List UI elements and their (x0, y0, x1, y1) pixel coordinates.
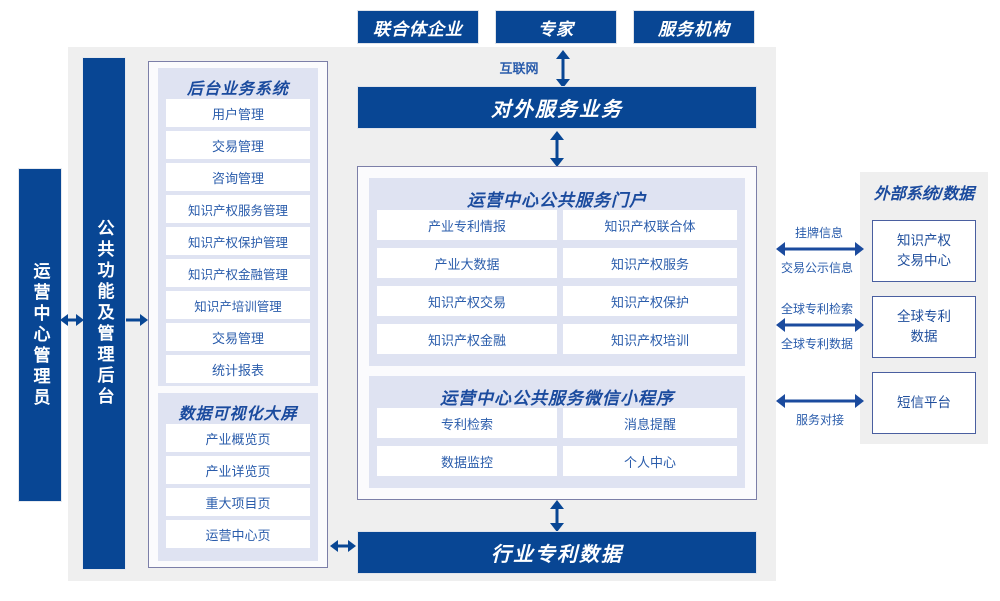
portal-item-label: 知识产权金融 (427, 332, 506, 348)
external-item-line2: 数据 (910, 329, 938, 344)
backend-business-system-title: 后台业务系统 (186, 81, 289, 98)
miniprogram-item-0-0[interactable]: 专利检索 (377, 408, 557, 438)
external-global-patent-data-label: 全球专利 数据 (897, 307, 951, 346)
portal-item-3-1[interactable]: 知识产权培训 (563, 324, 737, 354)
portal-item-label: 知识产权联合体 (604, 218, 696, 234)
external-service-business-label: 对外服务业务 (491, 99, 623, 121)
connector-1-below-label: 全球专利数据 (780, 337, 853, 351)
external-item-line1: 知识产权 (897, 233, 951, 249)
backend-item-label: 统计报表 (211, 362, 264, 378)
external-sms-platform-label: 短信平台 (897, 395, 951, 411)
top-actor-expert[interactable]: 专家 (495, 10, 617, 44)
operations-center-admin-column[interactable]: 运营中心管理员 (18, 168, 62, 502)
external-ip-trading-center[interactable]: 知识产权 交易中心 (872, 220, 976, 282)
visualization-to-industry-data-arrow (330, 540, 356, 552)
connector-2-below-label: 服务对接 (795, 413, 844, 427)
portal-item-1-1[interactable]: 知识产权服务 (563, 248, 737, 278)
backend-item-1[interactable]: 交易管理 (166, 131, 310, 159)
backend-item-label: 知识产权保护管理 (187, 235, 288, 250)
backend-item-0[interactable]: 用户管理 (166, 99, 310, 127)
industry-patent-data-label: 行业专利数据 (491, 544, 623, 566)
visualization-item-2[interactable]: 重大项目页 (166, 488, 310, 516)
portal-item-0-1[interactable]: 知识产权联合体 (563, 210, 737, 240)
backend-item-7[interactable]: 交易管理 (166, 323, 310, 351)
portal-item-label: 产业大数据 (434, 256, 500, 272)
public-function-admin-backend-label: 公共功能及管理后台 (94, 219, 114, 408)
top-actor-label: 服务机构 (658, 19, 730, 39)
visualization-item-label: 重大项目页 (205, 495, 271, 511)
top-actor-label: 专家 (538, 19, 574, 39)
backend-item-label: 知识产权金融管理 (187, 267, 288, 282)
backend-item-6[interactable]: 知识产培训管理 (166, 291, 310, 319)
visualization-item-0[interactable]: 产业概览页 (166, 424, 310, 452)
external-global-patent-data[interactable]: 全球专利 数据 (872, 296, 976, 358)
portal-item-label: 知识产权服务 (610, 256, 689, 272)
backend-column-to-systems-arrow (126, 314, 148, 326)
portal-to-industry-data-arrow (550, 500, 564, 532)
public-service-portal-title: 运营中心公共服务门户 (467, 191, 647, 210)
connector-1-arrow (776, 318, 864, 332)
public-function-admin-backend-column[interactable]: 公共功能及管理后台 (82, 57, 126, 570)
top-actor-service-agency[interactable]: 服务机构 (633, 10, 755, 44)
external-systems-title: 外部系统/数据 (873, 186, 975, 203)
portal-item-3-0[interactable]: 知识产权金融 (377, 324, 557, 354)
backend-item-label: 知识产培训管理 (194, 299, 282, 314)
portal-item-0-0[interactable]: 产业专利情报 (377, 210, 557, 240)
admin-to-backend-arrow (60, 314, 84, 326)
portal-item-2-1[interactable]: 知识产权保护 (563, 286, 737, 316)
backend-item-2[interactable]: 咨询管理 (166, 163, 310, 191)
visualization-item-label: 产业详览页 (205, 463, 271, 479)
miniprogram-item-1-0[interactable]: 数据监控 (377, 446, 557, 476)
service-to-portal-arrow (550, 131, 564, 167)
external-item-line1: 全球专利 (897, 309, 951, 325)
visualization-item-3[interactable]: 运营中心页 (166, 520, 310, 548)
visualization-item-label: 运营中心页 (205, 527, 271, 543)
visualization-item-1[interactable]: 产业详览页 (166, 456, 310, 484)
portal-item-label: 知识产权保护 (610, 294, 689, 310)
miniprogram-item-0-1[interactable]: 消息提醒 (563, 408, 737, 438)
connector-2-arrow (776, 394, 864, 408)
data-visualization-title: 数据可视化大屏 (178, 406, 298, 423)
miniprogram-item-label: 数据监控 (440, 454, 493, 470)
backend-item-4[interactable]: 知识产权保护管理 (166, 227, 310, 255)
top-actor-alliance-enterprise[interactable]: 联合体企业 (357, 10, 479, 44)
external-item-line2: 交易中心 (897, 253, 951, 268)
backend-item-label: 咨询管理 (211, 170, 264, 186)
external-service-business-bar[interactable]: 对外服务业务 (357, 86, 757, 129)
backend-item-3[interactable]: 知识产权服务管理 (166, 195, 310, 223)
connector-1-above-label: 全球专利检索 (780, 302, 853, 316)
miniprogram-item-1-1[interactable]: 个人中心 (563, 446, 737, 476)
backend-item-label: 用户管理 (211, 106, 264, 122)
miniprogram-item-label: 个人中心 (623, 454, 676, 470)
backend-item-label: 交易管理 (211, 330, 264, 346)
top-actor-label: 联合体企业 (373, 19, 463, 39)
internet-arrow (556, 50, 570, 88)
backend-item-8[interactable]: 统计报表 (166, 355, 310, 383)
connector-0-below-label: 交易公示信息 (780, 261, 853, 275)
industry-patent-data-bar[interactable]: 行业专利数据 (357, 531, 757, 574)
miniprogram-item-label: 消息提醒 (623, 416, 676, 432)
connector-0-arrow (776, 242, 864, 256)
external-ip-trading-center-label: 知识产权 交易中心 (897, 231, 951, 270)
backend-item-label: 知识产权服务管理 (187, 203, 288, 218)
portal-item-2-0[interactable]: 知识产权交易 (377, 286, 557, 316)
backend-item-label: 交易管理 (211, 138, 264, 154)
portal-item-1-0[interactable]: 产业大数据 (377, 248, 557, 278)
wechat-miniprogram-title: 运营中心公共服务微信小程序 (440, 389, 674, 408)
operations-center-admin-label: 运营中心管理员 (30, 261, 50, 409)
external-sms-platform[interactable]: 短信平台 (872, 372, 976, 434)
portal-item-label: 知识产权交易 (427, 294, 506, 310)
backend-item-5[interactable]: 知识产权金融管理 (166, 259, 310, 287)
internet-label: 互联网 (499, 61, 539, 76)
miniprogram-item-label: 专利检索 (440, 416, 493, 432)
portal-item-label: 知识产权培训 (610, 332, 689, 348)
visualization-item-label: 产业概览页 (205, 431, 271, 447)
connector-0-above-label: 挂牌信息 (794, 226, 843, 240)
portal-item-label: 产业专利情报 (427, 218, 506, 234)
